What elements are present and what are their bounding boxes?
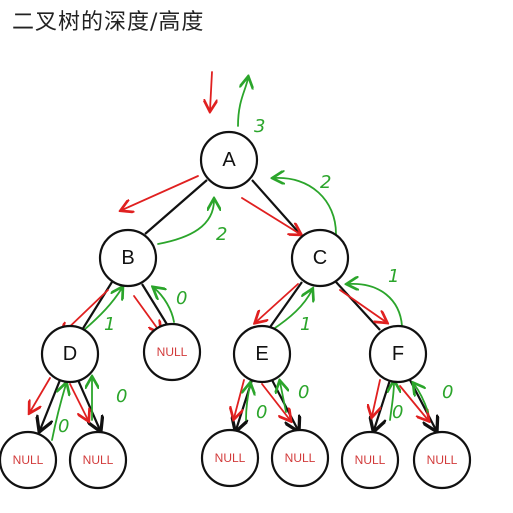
height-annotations: 3 2 2 1 1 1 0 0 0 0 0 0 0	[58, 116, 453, 437]
edge-f-null-left	[374, 379, 392, 430]
null-label: NULL	[285, 451, 316, 465]
node-b-right-null: NULL	[142, 322, 202, 382]
height-label-e: 1	[300, 314, 311, 335]
red-arrow-f-to-null-right	[399, 385, 428, 420]
node-b: B	[98, 228, 158, 288]
height-label-f: 1	[388, 266, 399, 287]
green-arrow-a-return	[237, 78, 248, 127]
height-label-d-left-null: 0	[58, 416, 69, 437]
return-arrows	[51, 78, 429, 441]
height-label-f-right-null: 0	[442, 382, 453, 403]
green-arrow-d-to-b	[83, 288, 122, 331]
node-e: E	[232, 324, 292, 384]
height-label-c: 2	[320, 172, 331, 193]
node-f-label: F	[392, 343, 404, 365]
edge-a-b	[144, 179, 208, 235]
edge-c-e	[267, 281, 303, 331]
height-label-b-right-null: 0	[176, 288, 187, 309]
edge-a-c	[251, 179, 301, 235]
red-arrow-d-to-null-right	[69, 383, 88, 420]
null-label: NULL	[83, 453, 114, 467]
node-d: D	[40, 324, 100, 384]
green-arrow-null-left-to-f	[390, 382, 394, 421]
green-arrow-e-to-c	[271, 290, 312, 331]
red-arrow-c-to-e	[256, 283, 299, 322]
height-label-e-right-null: 0	[298, 382, 309, 403]
height-label-d-right-null: 0	[116, 386, 127, 407]
null-label: NULL	[215, 451, 246, 465]
node-d-label: D	[63, 343, 77, 365]
node-d-left-null: NULL	[0, 430, 58, 490]
green-arrow-b-to-a	[157, 200, 214, 245]
node-c-label: C	[313, 247, 327, 269]
height-label-b: 2	[216, 224, 227, 245]
node-d-right-null: NULL	[68, 430, 128, 490]
green-arrow-f-to-c	[348, 284, 403, 327]
red-arrow-f-to-null-left	[372, 379, 380, 416]
red-arrow-c-to-f	[339, 289, 386, 322]
edge-d-null-right	[76, 379, 100, 430]
green-arrow-null-to-b	[154, 288, 175, 323]
node-e-label: E	[255, 343, 268, 365]
node-b-label: B	[121, 247, 134, 269]
node-c: C	[290, 228, 350, 288]
node-e-left-null: NULL	[200, 428, 260, 488]
node-f-right-null: NULL	[412, 430, 472, 490]
node-f: F	[368, 324, 428, 384]
green-arrow-null-right-to-f	[414, 384, 429, 413]
green-arrow-null-right-to-e	[280, 382, 286, 413]
height-label-d: 1	[104, 314, 115, 335]
null-label: NULL	[427, 453, 458, 467]
node-f-left-null: NULL	[340, 430, 400, 490]
red-arrow-b-to-null	[133, 295, 160, 332]
edge-c-f	[335, 281, 381, 331]
green-arrow-null-left-to-e	[246, 384, 250, 421]
edge-b-null	[141, 283, 169, 327]
edge-d-null-left	[40, 379, 62, 430]
height-label-e-left-null: 0	[256, 402, 267, 423]
green-arrow-null-left-to-d	[51, 384, 66, 441]
red-arrow-a-to-c	[241, 197, 300, 234]
node-e-right-null: NULL	[270, 428, 330, 488]
height-label-f-left-null: 0	[392, 402, 403, 423]
null-label: NULL	[13, 453, 44, 467]
red-arrow-a-to-b	[122, 175, 199, 210]
height-label-a: 3	[254, 116, 265, 137]
edge-f-null-right	[409, 379, 436, 430]
red-arrow-into-a	[210, 71, 212, 110]
null-label: NULL	[157, 345, 188, 359]
page-title: 二叉树的深度/高度	[12, 10, 205, 35]
red-arrow-e-to-null-right	[261, 383, 290, 420]
node-a-label: A	[222, 149, 236, 171]
red-arrow-d-to-null-left	[30, 377, 51, 412]
node-a: A	[199, 130, 259, 190]
null-label: NULL	[355, 453, 386, 467]
green-arrow-c-to-a	[274, 178, 337, 235]
recursion-arrows	[30, 71, 428, 420]
